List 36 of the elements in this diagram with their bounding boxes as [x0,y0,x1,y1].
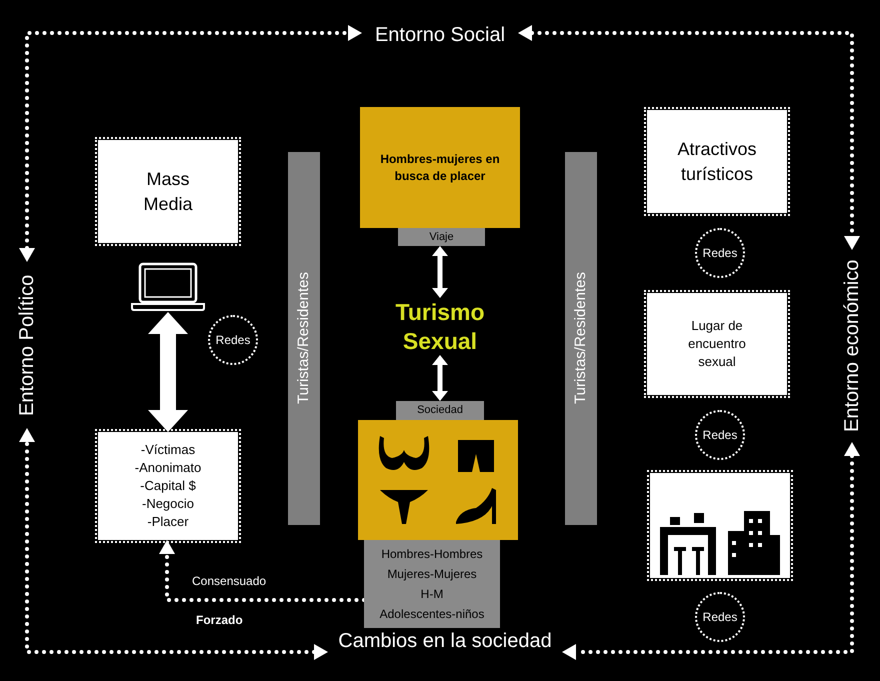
double-arrow [432,355,448,401]
frame-label: Entorno Social [362,20,518,50]
vertical-bar: Turistas/Residentes [565,152,597,525]
text-line: Hombres-Hombres [381,546,483,563]
frame-label: Cambios en la sociedad [328,626,562,656]
text-box [98,432,238,540]
text-line: -Víctimas [140,440,196,459]
highlight-box: Hombres-mujeres en busca de placer [360,107,520,228]
tab-label: Sociedad [396,401,484,420]
text-box: Lugar de encuentro sexual [647,293,787,395]
frame-label: Entorno Político [13,262,41,428]
text-box [364,540,500,628]
dotted-arrow [159,540,366,602]
text-line: -Anonimato [134,458,202,477]
dotted-arrow [562,442,860,660]
frame-label: Entorno económico [838,250,866,442]
tab-label: Viaje [398,228,485,246]
dotted-arrow [19,428,328,660]
text-line: -Placer [147,513,189,532]
center-title: Turismo Sexual [380,298,500,355]
double-arrow [148,312,188,432]
text-line: -Negocio [142,495,194,514]
dotted-arrow [19,25,362,262]
laptop-icon [130,262,206,312]
note-label: Forzado [196,612,243,629]
text-line: Mujeres-Mujeres [387,566,477,583]
text-line: -Capital $ [140,476,196,495]
vertical-bar: Turistas/Residentes [288,152,320,525]
text-line: Adolescentes-niños [380,606,484,623]
picture-box [650,473,790,578]
clothing-box [358,420,518,540]
text-box: Mass Media [98,140,238,243]
text-line: H-M [420,586,444,603]
dotted-arrow [518,25,860,250]
text-box: Atractivos turísticos [647,110,787,213]
double-arrow [432,246,448,298]
